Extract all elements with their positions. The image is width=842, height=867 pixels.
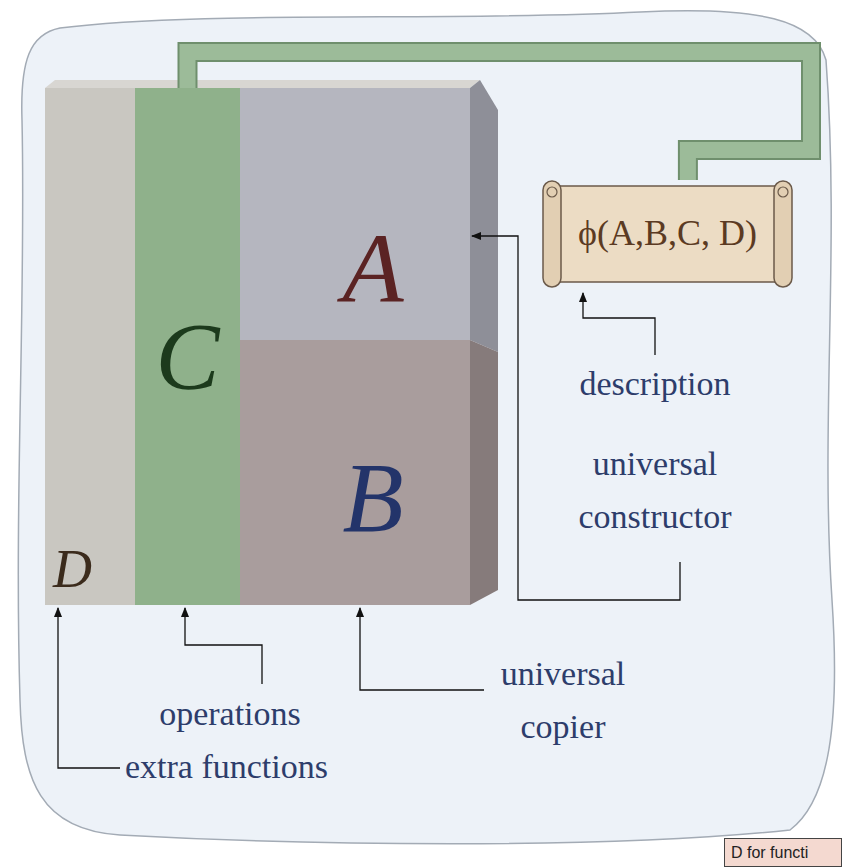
panel-letter: C	[155, 304, 219, 410]
leader-line	[583, 293, 655, 355]
leader-line	[472, 236, 680, 600]
block-side-face-b	[470, 340, 498, 605]
extra-functions-panel: D	[45, 88, 135, 605]
part-label: extra functions	[125, 741, 385, 794]
copier-panel: B	[240, 340, 470, 605]
leader-line	[58, 608, 120, 768]
scroll-curl	[778, 187, 788, 197]
panel-letter: D	[53, 540, 92, 599]
part-label: operations	[140, 688, 320, 741]
block-side-face-a	[470, 80, 498, 352]
description-scroll: ϕ(A,B,C, D)	[540, 178, 795, 290]
panel-letter: B	[342, 443, 403, 553]
part-label: description	[565, 358, 745, 411]
note-box: D for functi	[724, 838, 842, 867]
scroll-roll	[543, 181, 561, 287]
description-formula: ϕ(A,B,C, D)	[578, 214, 757, 254]
block-top-face	[45, 80, 480, 88]
panel-letter: A	[342, 214, 403, 324]
operations-panel: C	[135, 88, 240, 605]
constructor-panel: A	[240, 88, 470, 340]
part-label: universal copier	[488, 648, 638, 753]
leader-line	[360, 608, 484, 690]
background-blob	[18, 11, 834, 844]
scroll-roll	[774, 181, 792, 287]
scroll-curl	[547, 187, 557, 197]
scroll-body	[552, 186, 783, 282]
note-text: D for functi	[731, 844, 808, 862]
part-label: universal constructor	[555, 438, 755, 543]
leader-line	[185, 608, 262, 684]
